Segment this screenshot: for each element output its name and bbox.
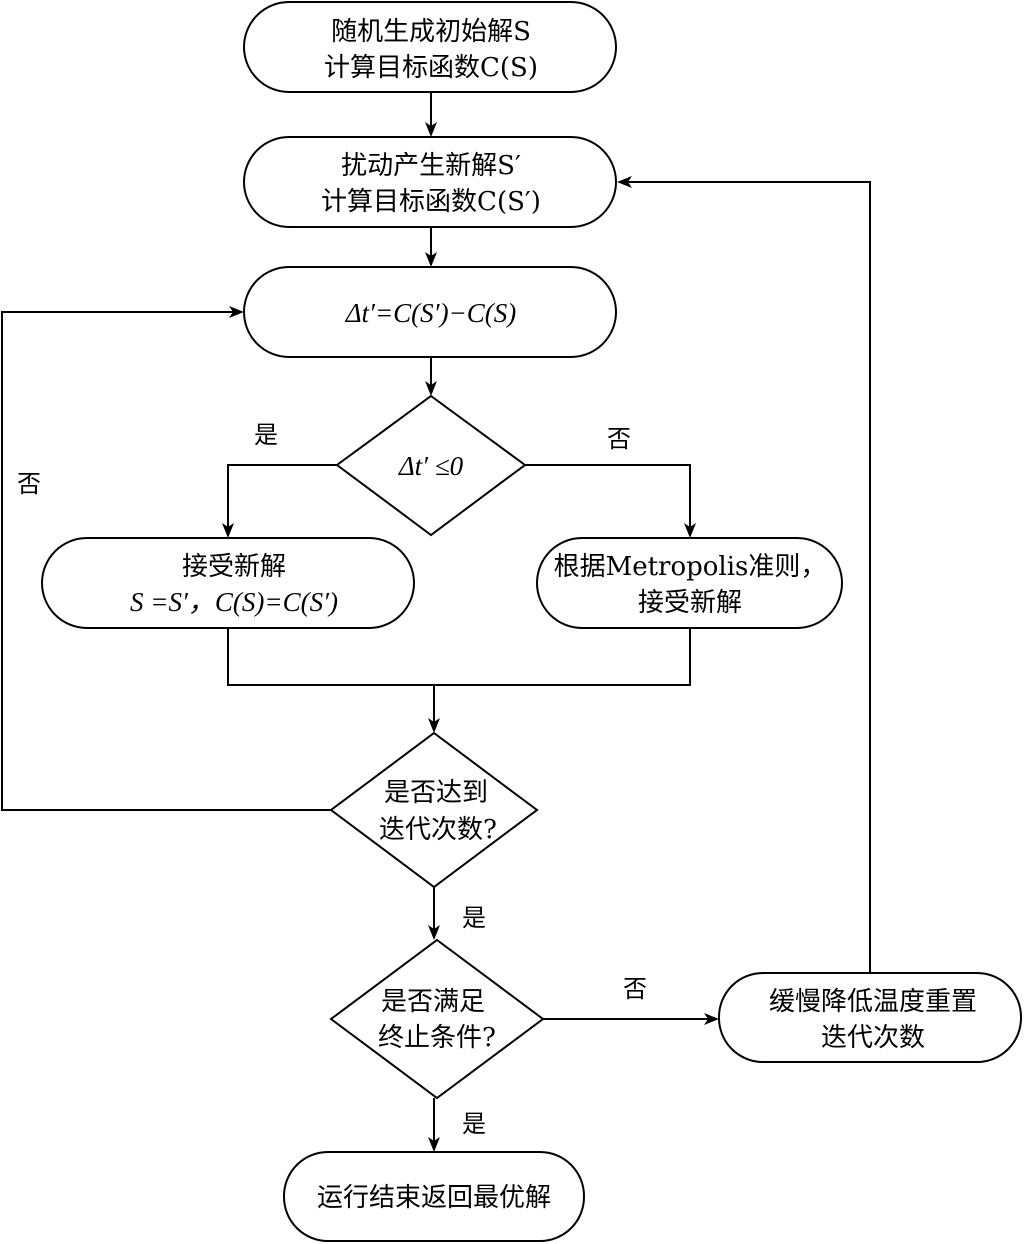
arrowhead [684, 523, 696, 538]
decision-iter-line2: 迭代次数? [379, 815, 497, 845]
node-end-text: 运行结束返回最优解 [317, 1183, 551, 1213]
decision-delta-text: Δt′ ≤0 [398, 451, 464, 481]
node-cool-line2: 迭代次数 [821, 1023, 925, 1053]
node-init-line2: 计算目标函数C(S) [324, 53, 538, 83]
arrowhead [704, 1013, 719, 1025]
node-end: 运行结束返回最优解 [283, 1151, 585, 1242]
label-delta-yes: 是 [254, 421, 278, 449]
decision-stop: 是否满足 终止条件? [329, 938, 545, 1100]
node-metropolis: 根据Metropolis准则， 接受新解 [536, 537, 843, 629]
arrowhead [425, 122, 437, 137]
arrowhead [425, 381, 437, 396]
node-init-line1: 随机生成初始解S [331, 17, 531, 47]
decision-iter: 是否达到 迭代次数? [329, 731, 539, 889]
node-perturb: 扰动产生新解S′ 计算目标函数C(S′) [243, 136, 617, 228]
arrowhead [428, 925, 440, 940]
edge-cool-perturb [626, 181, 871, 973]
node-delta: Δt′=C(S′)−C(S) [243, 266, 617, 358]
arrowhead [222, 523, 234, 538]
label-stop-yes: 是 [462, 1110, 486, 1138]
label-iter-yes: 是 [462, 904, 486, 932]
edge-delta-no [525, 464, 691, 529]
arrowhead [229, 306, 244, 318]
decision-iter-line1: 是否达到 [384, 778, 488, 808]
node-init: 随机生成初始解S 计算目标函数C(S) [243, 1, 617, 93]
label-iter-no: 否 [17, 470, 41, 498]
node-cool: 缓慢降低温度重置 迭代次数 [718, 972, 1022, 1063]
node-accept-line1: 接受新解 [182, 552, 286, 582]
node-accept-line2: S =S′，C(S)=C(S′) [130, 587, 338, 617]
arrowhead [428, 1137, 440, 1152]
node-perturb-line2: 计算目标函数C(S′) [321, 187, 541, 217]
label-delta-no: 否 [607, 425, 631, 453]
arrowhead [428, 718, 440, 733]
edge-delta-yes [227, 464, 337, 529]
decision-stop-line2: 终止条件? [378, 1023, 496, 1053]
node-accept: 接受新解 S =S′，C(S)=C(S′) [41, 537, 415, 629]
decision-delta: Δt′ ≤0 [335, 394, 527, 537]
decision-stop-line1: 是否满足 [381, 987, 485, 1017]
edge-merge [227, 628, 691, 686]
arrowhead [425, 252, 437, 267]
arrowhead [617, 176, 632, 188]
node-perturb-line1: 扰动产生新解S′ [341, 151, 521, 181]
node-delta-formula: Δt′=C(S′)−C(S) [345, 298, 517, 328]
node-metropolis-line1: 根据Metropolis准则， [554, 552, 827, 582]
label-stop-no: 否 [623, 975, 647, 1003]
node-cool-line1: 缓慢降低温度重置 [769, 987, 977, 1017]
node-metropolis-line2: 接受新解 [638, 588, 742, 618]
edge-iter-no [1, 311, 331, 811]
